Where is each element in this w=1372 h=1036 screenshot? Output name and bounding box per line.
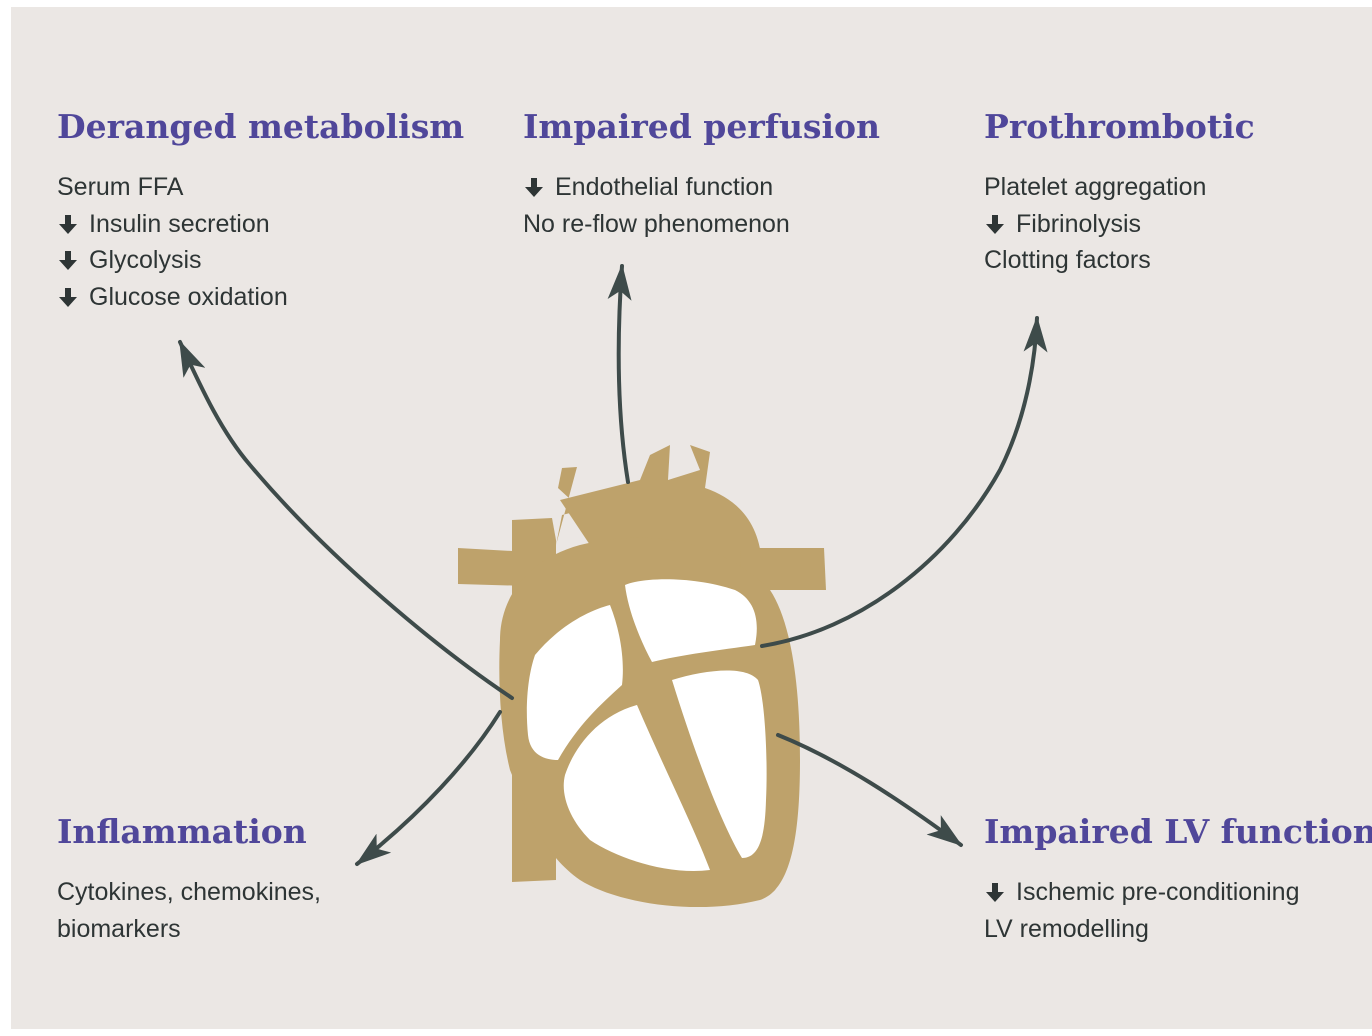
down-arrow-icon xyxy=(523,176,545,198)
arrow-to-prothrombotic xyxy=(762,318,1037,646)
down-arrow-icon xyxy=(57,286,79,308)
item-ischemic-preconditioning: Ischemic pre-conditioning xyxy=(984,874,1372,911)
group-prothrombotic: Prothrombotic Platelet aggregation Fibri… xyxy=(984,107,1255,279)
group-inflammation: Inflammation Cytokines, chemokines, biom… xyxy=(57,812,321,947)
down-arrow-icon xyxy=(57,249,79,271)
heading-impaired-perfusion: Impaired perfusion xyxy=(523,107,880,147)
items-inflammation: Cytokines, chemokines, biomarkers xyxy=(57,874,321,947)
item-biomarkers: biomarkers xyxy=(57,911,321,948)
heading-impaired-lv-function: Impaired LV function xyxy=(984,812,1372,852)
items-impaired-lv-function: Ischemic pre-conditioning LV remodelling xyxy=(984,874,1372,947)
items-prothrombotic: Platelet aggregation Fibrinolysis Clotti… xyxy=(984,169,1255,279)
group-impaired-lv-function: Impaired LV function Ischemic pre-condit… xyxy=(984,812,1372,947)
heading-inflammation: Inflammation xyxy=(57,812,321,852)
items-impaired-perfusion: Endothelial function No re-flow phenomen… xyxy=(523,169,880,242)
item-platelet-aggregation: Platelet aggregation xyxy=(984,169,1255,206)
arrow-to-inflammation xyxy=(357,712,500,864)
item-serum-ffa: Serum FFA xyxy=(57,169,464,206)
arrow-to-metabolism xyxy=(180,342,512,698)
group-deranged-metabolism: Deranged metabolism Serum FFA Insulin se… xyxy=(57,107,464,315)
group-impaired-perfusion: Impaired perfusion Endothelial function … xyxy=(523,107,880,242)
item-lv-remodelling: LV remodelling xyxy=(984,911,1372,948)
arrow-to-lv-function xyxy=(778,735,961,845)
item-endothelial-function: Endothelial function xyxy=(523,169,880,206)
item-insulin-secretion: Insulin secretion xyxy=(57,206,464,243)
items-deranged-metabolism: Serum FFA Insulin secretion Glycolysis G… xyxy=(57,169,464,315)
down-arrow-icon xyxy=(57,213,79,235)
heart-icon xyxy=(458,445,826,907)
down-arrow-icon xyxy=(984,881,1006,903)
item-clotting-factors: Clotting factors xyxy=(984,242,1255,279)
item-glycolysis: Glycolysis xyxy=(57,242,464,279)
item-no-reflow: No re-flow phenomenon xyxy=(523,206,880,243)
heading-prothrombotic: Prothrombotic xyxy=(984,107,1255,147)
arrow-to-perfusion xyxy=(619,266,628,482)
heading-deranged-metabolism: Deranged metabolism xyxy=(57,107,464,147)
item-glucose-oxidation: Glucose oxidation xyxy=(57,279,464,316)
item-fibrinolysis: Fibrinolysis xyxy=(984,206,1255,243)
item-cytokines: Cytokines, chemokines, xyxy=(57,874,321,911)
down-arrow-icon xyxy=(984,213,1006,235)
